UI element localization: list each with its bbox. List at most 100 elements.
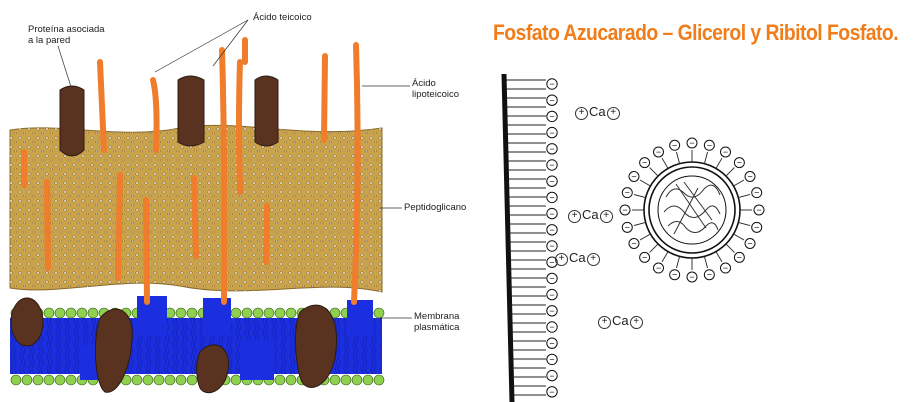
lipid-head: [55, 308, 65, 318]
negative-charge-sign: −: [549, 338, 554, 348]
lipid-head: [176, 308, 186, 318]
negative-charge-sign: −: [689, 138, 694, 148]
calcium-ion-4: +Ca+: [597, 313, 644, 329]
label-teichoic-acid: Ácido teicoico: [253, 12, 312, 23]
calcium-ion-1: +Ca+: [574, 104, 621, 120]
lipid-head: [264, 308, 274, 318]
positive-sign: +: [607, 107, 620, 120]
lipid-head: [154, 375, 164, 385]
cell-wall-line: [504, 74, 512, 402]
negative-charge-sign: −: [723, 147, 728, 157]
negative-charge-sign: −: [625, 222, 630, 232]
calcium-label: Ca: [612, 313, 629, 328]
negative-charge-sign: −: [656, 147, 661, 157]
calcium-binding-diagram: −−−−−−−−−−−−−−−−−−−− −−−−−−−−−−−−−−−−−−−…: [498, 62, 918, 402]
negative-charge-sign: −: [656, 263, 661, 273]
negative-charge-sign: −: [625, 188, 630, 198]
label-membrane-line1: Membrana: [414, 311, 459, 322]
negative-charge-sign: −: [549, 355, 554, 365]
lipid-head: [275, 308, 285, 318]
label-peptidoglycan: Peptidoglicano: [404, 202, 466, 213]
lipid-head: [165, 375, 175, 385]
negative-charge-sign: −: [622, 205, 627, 215]
negative-charge-sign: −: [549, 176, 554, 186]
lipid-head: [374, 308, 384, 318]
charged-particle: −−−−−−−−−−−−−−−−−−−−−−−−: [620, 138, 764, 282]
lipid-head: [132, 375, 142, 385]
plasma-membrane: [10, 296, 384, 393]
negative-charge-sign: −: [549, 290, 554, 300]
label-lipoteichoic-line1: Ácido: [412, 78, 459, 89]
label-wall-protein-line2: a la pared: [28, 35, 105, 46]
lipid-head: [187, 375, 197, 385]
positive-sign: +: [630, 316, 643, 329]
negative-charge-sign: −: [631, 239, 636, 249]
negative-charge-sign: −: [672, 270, 677, 280]
negative-charge-sign: −: [549, 322, 554, 332]
negative-charge-sign: −: [549, 209, 554, 219]
negative-charge-sign: −: [707, 140, 712, 150]
lipid-head: [143, 375, 153, 385]
lipid-head: [330, 375, 340, 385]
lipid-head: [352, 375, 362, 385]
positive-sign: +: [575, 107, 588, 120]
negative-charge-sign: −: [549, 274, 554, 284]
lipid-head: [33, 375, 43, 385]
calcium-label: Ca: [569, 250, 586, 265]
label-lipoteichoic-acid: Ácido lipoteicoico: [412, 78, 459, 100]
negative-charge-sign: −: [549, 387, 554, 397]
negative-charge-sign: −: [747, 172, 752, 182]
lipid-head: [44, 375, 54, 385]
lipid-head: [253, 308, 263, 318]
positive-sign: +: [600, 210, 613, 223]
label-membrane-line2: plasmática: [414, 322, 459, 333]
negative-charge-sign: −: [549, 144, 554, 154]
lipid-head: [55, 375, 65, 385]
lipid-head: [11, 375, 21, 385]
negative-charge-sign: −: [549, 95, 554, 105]
lipid-head: [341, 375, 351, 385]
negative-charge-sign: −: [631, 172, 636, 182]
lipid-head: [88, 308, 98, 318]
label-wall-protein-line1: Proteína asociada: [28, 24, 105, 35]
negative-charge-sign: −: [747, 239, 752, 249]
lipid-head: [22, 375, 32, 385]
calcium-label: Ca: [582, 207, 599, 222]
label-lipoteichoic-line2: lipoteicoico: [412, 89, 459, 100]
calcium-ion-3: +Ca+: [554, 250, 601, 266]
negative-charge-sign: −: [672, 140, 677, 150]
negative-charge-sign: −: [723, 263, 728, 273]
lipid-head: [77, 308, 87, 318]
negative-charge-sign: −: [549, 160, 554, 170]
lipid-head: [363, 375, 373, 385]
negative-charge-sign: −: [756, 205, 761, 215]
negative-charge-sign: −: [549, 112, 554, 122]
negative-charge-sign: −: [642, 158, 647, 168]
negative-charge-sign: −: [707, 270, 712, 280]
label-plasma-membrane: Membrana plasmática: [414, 311, 459, 333]
negative-charge-sign: −: [689, 272, 694, 282]
negative-charge-sign: −: [549, 128, 554, 138]
negative-charge-sign: −: [549, 306, 554, 316]
negative-charge-sign: −: [754, 188, 759, 198]
teichoic-chains: −−−−−−−−−−−−−−−−−−−−: [506, 79, 557, 397]
cell-wall-diagram: [0, 0, 440, 402]
negative-charge-sign: −: [549, 79, 554, 89]
negative-charge-sign: −: [737, 252, 742, 262]
lipid-head: [44, 308, 54, 318]
lipid-head: [66, 308, 76, 318]
positive-sign: +: [555, 253, 568, 266]
calcium-label: Ca: [589, 104, 606, 119]
lipid-head: [176, 375, 186, 385]
lipid-head: [66, 375, 76, 385]
lipid-head: [187, 308, 197, 318]
positive-sign: +: [587, 253, 600, 266]
negative-charge-sign: −: [642, 252, 647, 262]
lipid-head: [275, 375, 285, 385]
negative-charge-sign: −: [549, 193, 554, 203]
lipid-head: [286, 308, 296, 318]
lipid-head: [231, 308, 241, 318]
lipid-head: [286, 375, 296, 385]
calcium-ion-2: +Ca+: [567, 207, 614, 223]
